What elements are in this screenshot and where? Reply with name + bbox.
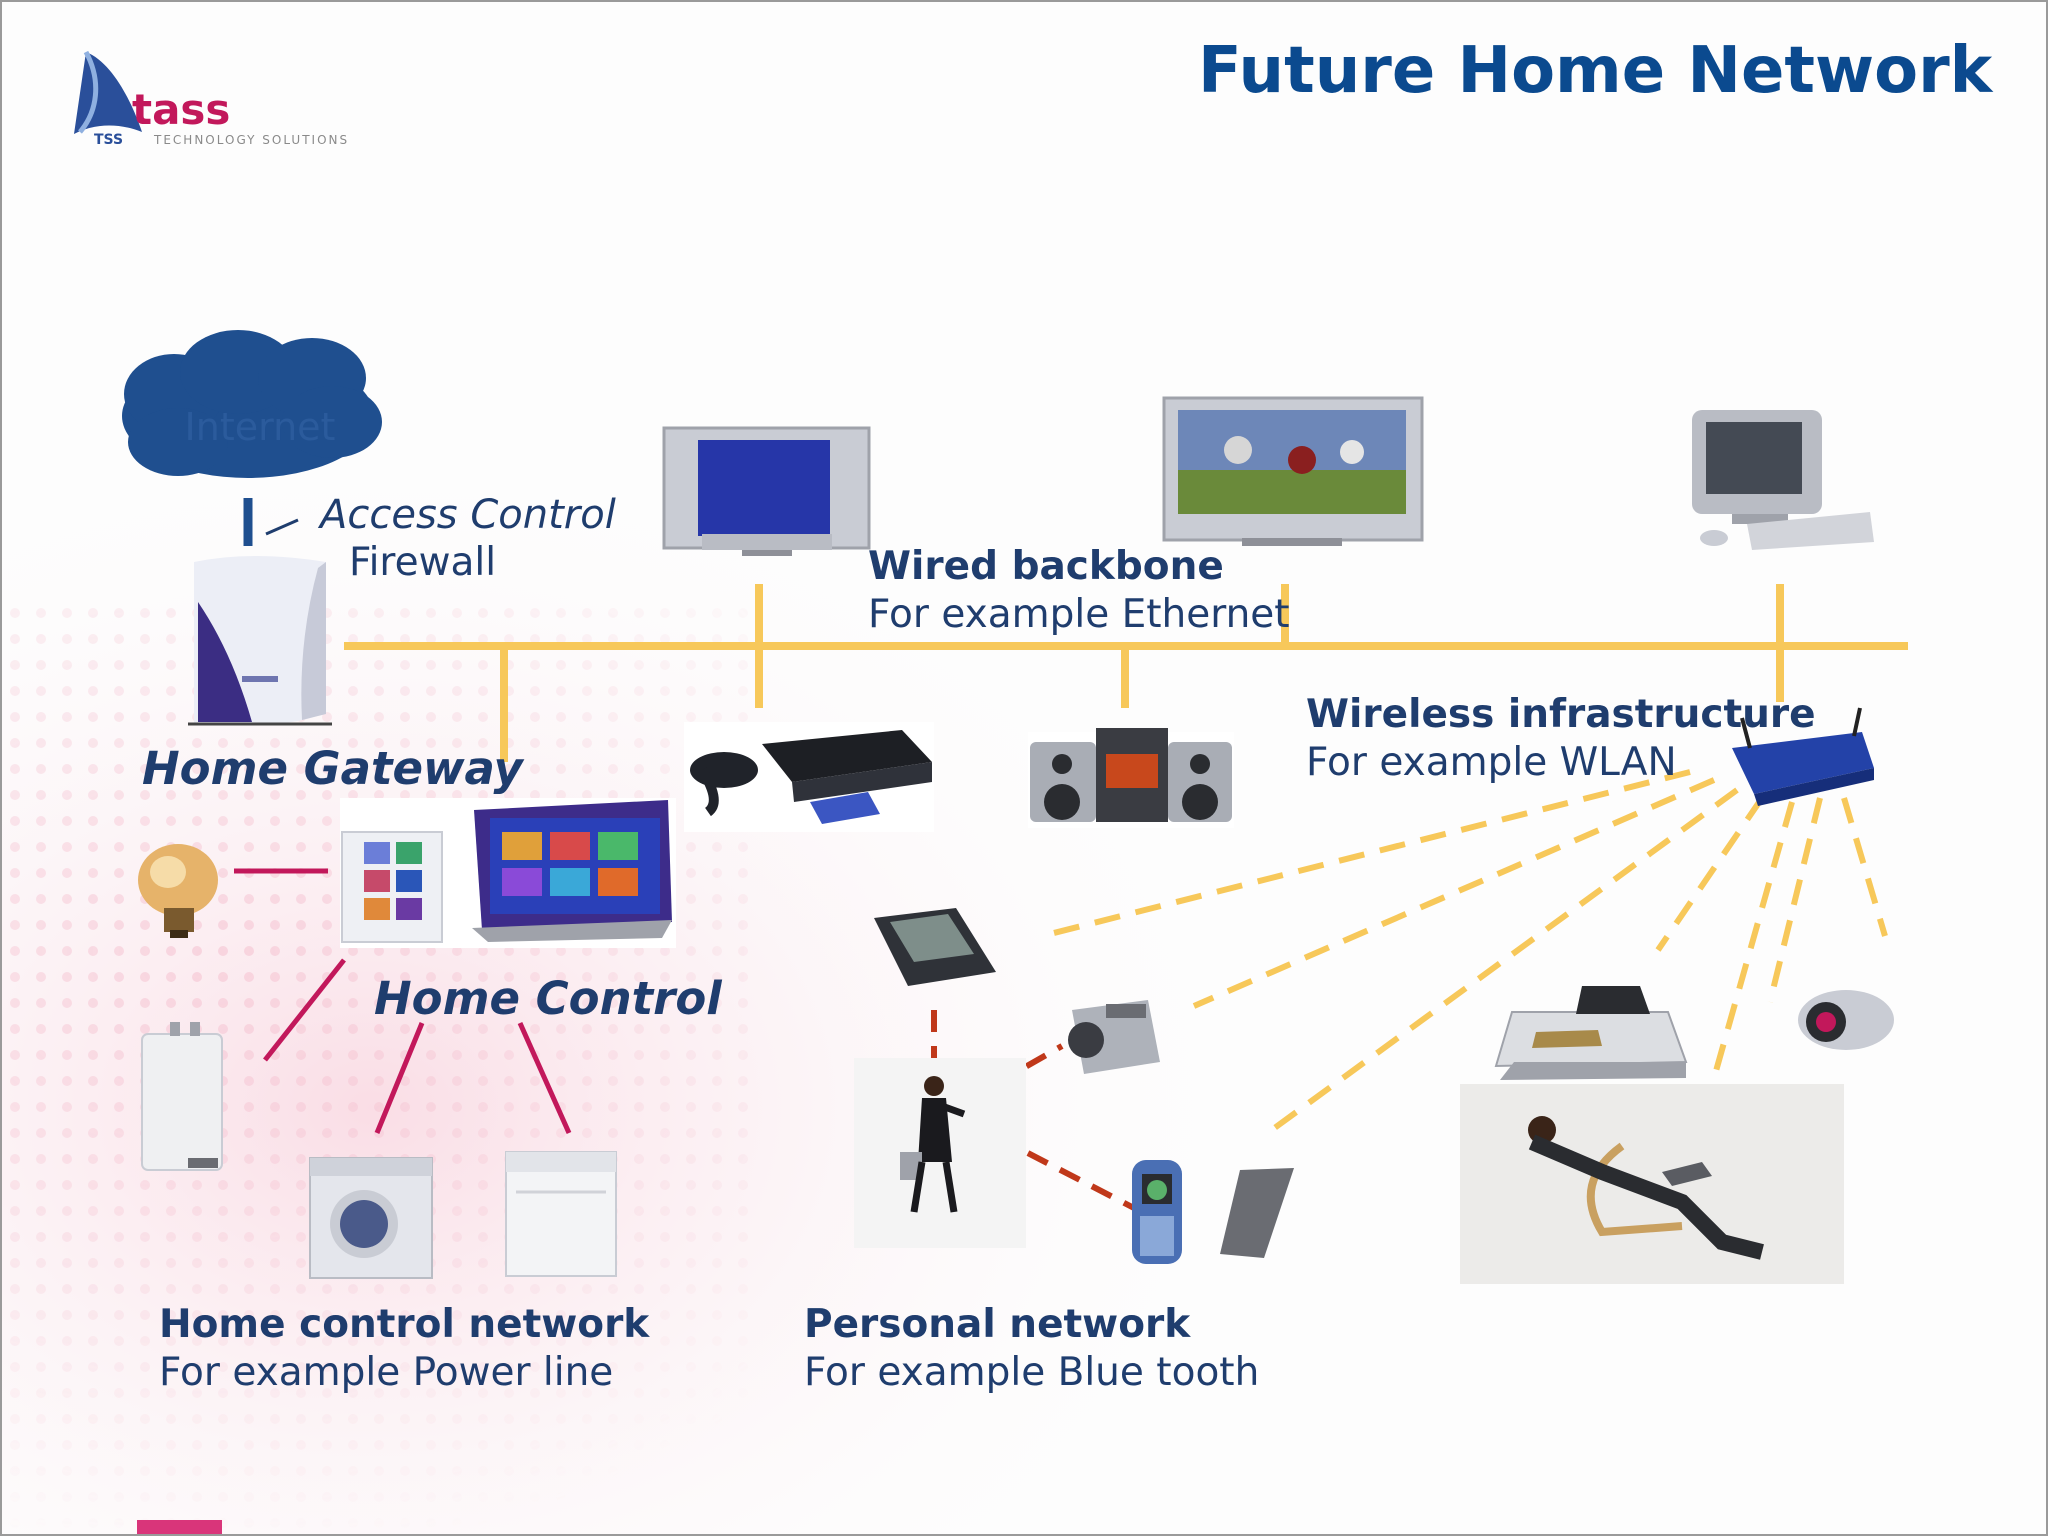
wired-backbone-subtitle: For example Ethernet — [868, 592, 1290, 637]
dishwasher-icon — [505, 1151, 617, 1277]
wired-backbone-lines — [344, 584, 1908, 762]
home-control-network-title: Home control network — [159, 1302, 650, 1347]
businesswoman-icon — [854, 1058, 1026, 1248]
cloud-label: Internet — [185, 405, 336, 449]
webcam-icon — [1798, 990, 1894, 1050]
stereo-system-icon — [1028, 728, 1234, 828]
router-icon — [188, 556, 332, 726]
logo-mark: TSS — [94, 132, 123, 148]
camcorder-icon — [1068, 1000, 1160, 1074]
home-control-network-subtitle: For example Power line — [159, 1350, 614, 1395]
logo-tagline: TECHNOLOGY SOLUTIONS — [153, 133, 349, 147]
touch-panel-icon — [340, 798, 676, 948]
cloud-icon: Internet — [122, 330, 382, 478]
boiler-icon — [141, 1022, 223, 1171]
wireless-title: Wireless infrastructure — [1306, 692, 1816, 737]
washing-machine-icon — [309, 1157, 433, 1279]
personal-network-title: Personal network — [804, 1302, 1191, 1347]
home-control-label: Home Control — [374, 972, 722, 1025]
personal-network-subtitle: For example Blue tooth — [804, 1350, 1260, 1395]
wired-backbone-title: Wired backbone — [868, 544, 1224, 589]
pda-icon — [874, 908, 996, 986]
access-control-title: Access Control — [320, 492, 616, 538]
wireless-router-icon — [1732, 707, 1874, 806]
wireless-links — [1045, 769, 1888, 1135]
laptop-user-icon — [1460, 1084, 1844, 1284]
desktop-computer-icon — [1692, 410, 1874, 550]
plasma-tv-icon — [1162, 396, 1424, 546]
light-bulb-icon — [138, 844, 218, 938]
page-title: Future Home Network — [1198, 34, 1993, 108]
access-control-subtitle: Firewall — [349, 540, 497, 585]
mobile-phone-icon — [1132, 1160, 1294, 1264]
home-gateway-label: Home Gateway — [142, 742, 523, 795]
game-console-icon — [684, 722, 934, 832]
lcd-tv-icon — [662, 426, 871, 556]
logo-brand: tass — [132, 85, 230, 134]
power-line-links — [234, 868, 572, 1135]
printer-icon — [1494, 986, 1688, 1080]
wireless-subtitle: For example WLAN — [1306, 740, 1677, 785]
